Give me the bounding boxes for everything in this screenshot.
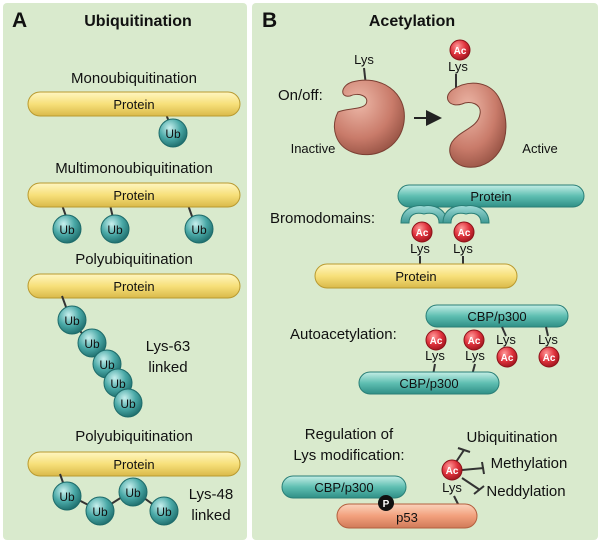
poly48-linkage-label: Lys-48 — [189, 486, 233, 503]
ub-label: Ub — [110, 377, 126, 391]
auto-label: Autoacetylation: — [290, 326, 397, 343]
reg-phospho-badge: P — [378, 495, 394, 511]
ub-label: Ub — [125, 486, 141, 500]
poly48-ub-2: Ub — [118, 477, 148, 507]
ub-label: Ub — [64, 314, 80, 328]
auto-cbp-bottom — [358, 371, 500, 395]
poly63-linkage-label-2: linked — [148, 359, 187, 376]
reg-methylation: Methylation — [491, 455, 568, 472]
multi-ub-1: Ub — [100, 214, 130, 244]
poly48-ub-3: Ub — [149, 496, 179, 526]
bromo-lys-0: Lys — [410, 241, 430, 256]
bromodomain-0 — [400, 205, 448, 224]
ub-label: Ub — [165, 127, 181, 141]
poly63-protein — [27, 273, 241, 299]
onoff-lys-right: Lys — [448, 59, 468, 74]
reg-ubiquitination: Ubiquitination — [467, 429, 558, 446]
ac-label: Ac — [446, 466, 459, 477]
multi-protein — [27, 182, 241, 208]
mono-protein-label: Protein — [113, 97, 154, 112]
bromo-protein-top-label: Protein — [470, 189, 511, 204]
reg-p53 — [336, 503, 478, 529]
poly48-heading: Polyubiquitination — [75, 428, 193, 445]
reg-cbp-label: CBP/p300 — [314, 480, 373, 495]
auto-ac-1: Ac — [463, 329, 485, 351]
ub-label: Ub — [107, 223, 123, 237]
poly63-ub-0: Ub — [57, 305, 87, 335]
mono-ub-0: Ub — [158, 118, 188, 148]
ub-label: Ub — [99, 358, 115, 372]
poly48-linkage-label-2: linked — [191, 507, 230, 524]
bromo-lys-1: Lys — [453, 241, 473, 256]
poly63-heading: Polyubiquitination — [75, 251, 193, 268]
ub-label: Ub — [59, 490, 75, 504]
panel-b-title: Acetylation — [369, 13, 455, 30]
ac-label: Ac — [454, 46, 467, 57]
onoff-lys-left: Lys — [354, 52, 374, 67]
ac-label: Ac — [430, 336, 443, 347]
ub-label: Ub — [156, 505, 172, 519]
panel-b-letter: B — [262, 9, 277, 32]
ac-label: Ac — [501, 353, 514, 364]
bromo-protein-top — [397, 184, 585, 208]
auto-lys-0: Lys — [425, 348, 445, 363]
ub-label: Ub — [191, 223, 207, 237]
poly48-ub-1: Ub — [85, 496, 115, 526]
auto-cbp-top — [425, 304, 569, 328]
multi-protein-label: Protein — [113, 188, 154, 203]
inactive-label: Inactive — [291, 141, 336, 156]
panel-a-letter: A — [12, 9, 27, 32]
poly48-protein — [27, 451, 241, 477]
auto-lys-1: Lys — [465, 348, 485, 363]
mono-protein — [27, 91, 241, 117]
panel-a-title: Ubiquitination — [84, 13, 192, 30]
bromo-ac-1: Ac — [453, 221, 475, 243]
multi-heading: Multimonoubiquitination — [55, 160, 213, 177]
phospho-label: P — [383, 499, 390, 510]
bromodomain-1 — [442, 205, 490, 224]
bromo-protein-bottom-label: Protein — [395, 269, 436, 284]
auto-cbp-top-label: CBP/p300 — [467, 309, 526, 324]
inactive-enzyme — [334, 79, 405, 156]
multi-ub-0: Ub — [52, 214, 82, 244]
poly63-protein-label: Protein — [113, 279, 154, 294]
bromo-ac-0: Ac — [411, 221, 433, 243]
ac-label: Ac — [468, 336, 481, 347]
poly63-ub-1: Ub — [77, 328, 107, 358]
ub-label: Ub — [84, 337, 100, 351]
multi-ub-2: Ub — [184, 214, 214, 244]
ac-label: Ac — [458, 228, 471, 239]
mono-heading: Monoubiquitination — [71, 70, 197, 87]
ac-label: Ac — [416, 228, 429, 239]
reg-ac-badge: Ac — [441, 459, 463, 481]
auto-lys-3: Lys — [538, 332, 558, 347]
active-enzyme — [447, 82, 507, 168]
ac-label: Ac — [543, 353, 556, 364]
active-label: Active — [522, 141, 557, 156]
ub-label: Ub — [59, 223, 75, 237]
poly63-ub-4: Ub — [113, 388, 143, 418]
ub-label: Ub — [120, 397, 136, 411]
reg-label-2: Lys modification: — [293, 447, 404, 464]
auto-ac-2: Ac — [496, 346, 518, 368]
reg-cbp — [281, 475, 407, 499]
ub-label: Ub — [92, 505, 108, 519]
bromo-protein-bottom — [314, 263, 518, 289]
poly63-linkage-label: Lys-63 — [146, 338, 190, 355]
auto-ac-0: Ac — [425, 329, 447, 351]
reg-neddylation: Neddylation — [486, 483, 565, 500]
poly48-ub-0: Ub — [52, 481, 82, 511]
reg-lys: Lys — [442, 480, 462, 495]
auto-lys-2: Lys — [496, 332, 516, 347]
bromo-label: Bromodomains: — [270, 210, 375, 227]
onoff-ac-badge: Ac — [449, 39, 471, 61]
auto-ac-3: Ac — [538, 346, 560, 368]
reg-label: Regulation of — [305, 426, 394, 443]
onoff-label: On/off: — [278, 87, 323, 104]
poly48-protein-label: Protein — [113, 457, 154, 472]
reg-p53-label: p53 — [396, 510, 418, 525]
auto-cbp-bottom-label: CBP/p300 — [399, 376, 458, 391]
